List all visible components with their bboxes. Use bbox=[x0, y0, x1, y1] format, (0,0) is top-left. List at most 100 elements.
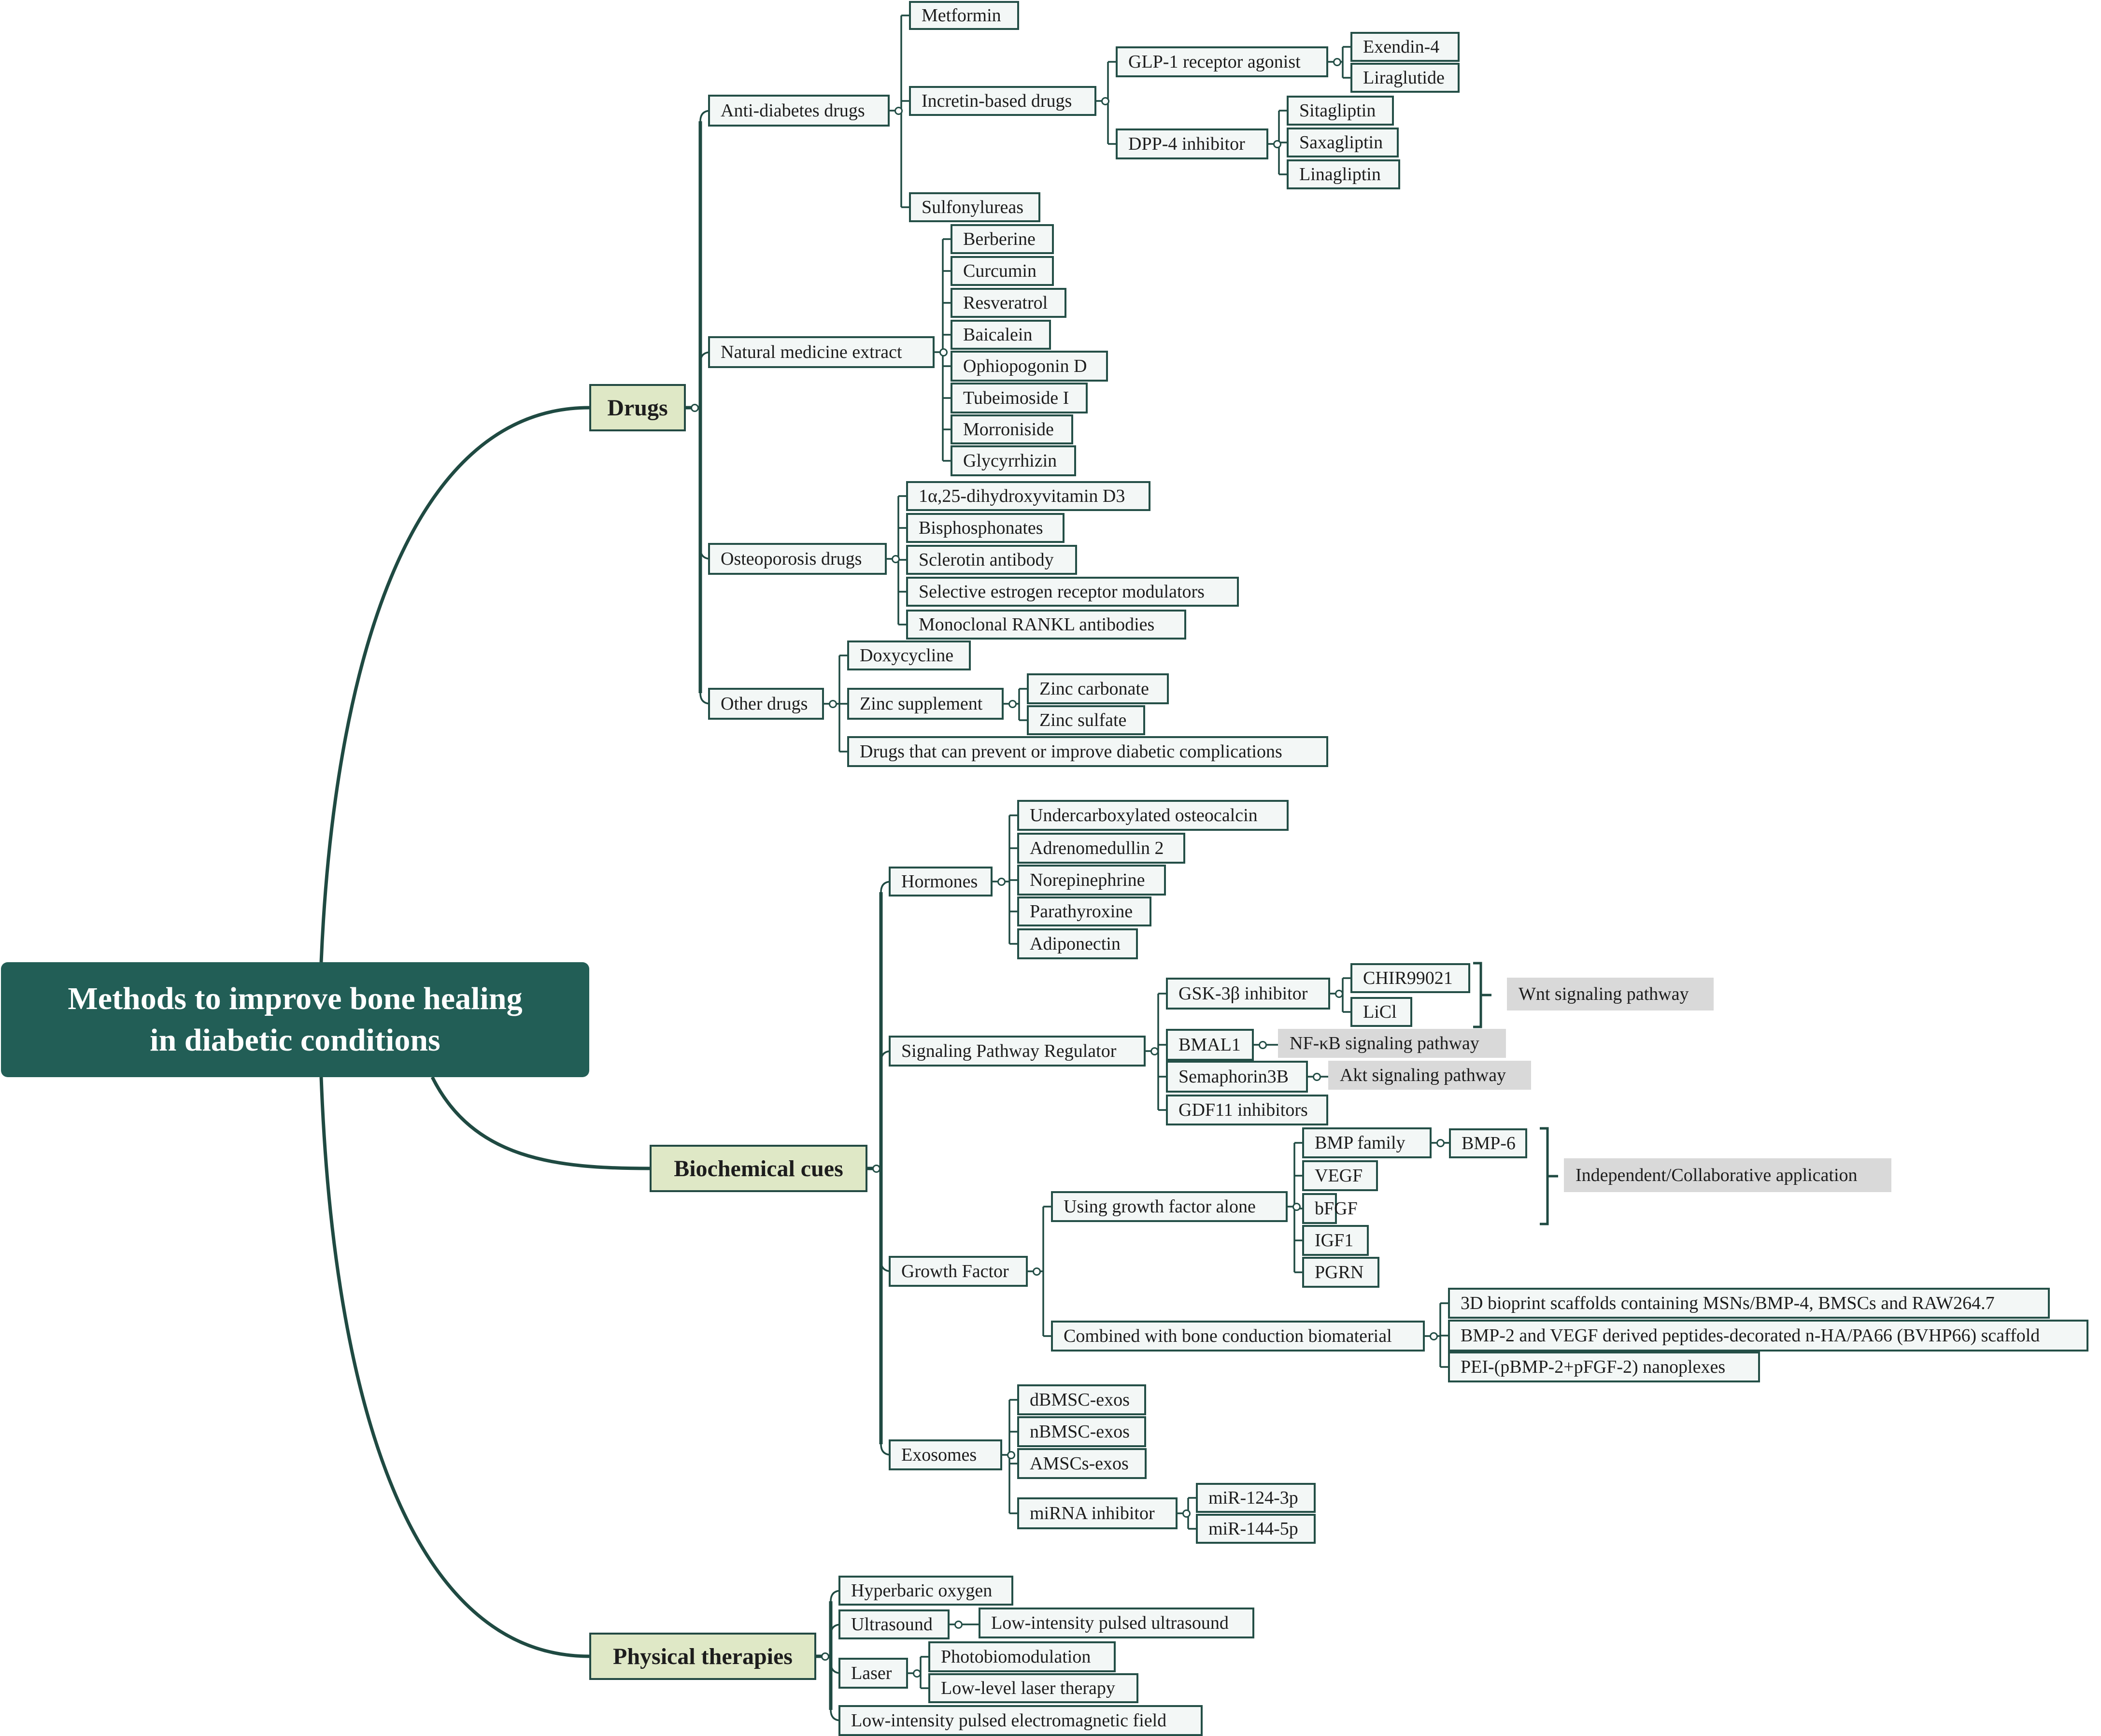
expand-collapse-icon[interactable] bbox=[1150, 1047, 1159, 1055]
node-bmal[interactable]: BMAL1 bbox=[1166, 1029, 1254, 1061]
node-chir[interactable]: CHIR99021 bbox=[1350, 963, 1470, 993]
node-curcumin[interactable]: Curcumin bbox=[951, 256, 1054, 286]
node-lipus[interactable]: Low-intensity pulsed ultrasound bbox=[979, 1608, 1254, 1638]
node-zinc[interactable]: Zinc supplement bbox=[847, 688, 1004, 720]
expand-collapse-icon[interactable] bbox=[691, 404, 699, 412]
node-serm[interactable]: Selective estrogen receptor modulators bbox=[906, 577, 1239, 607]
node-liraglutide[interactable]: Liraglutide bbox=[1350, 63, 1460, 93]
expand-collapse-icon[interactable] bbox=[954, 1621, 963, 1629]
node-hyper[interactable]: Hyperbaric oxygen bbox=[838, 1576, 1013, 1606]
node-tubeim[interactable]: Tubeimoside I bbox=[951, 383, 1088, 413]
node-norepi[interactable]: Norepinephrine bbox=[1017, 865, 1166, 896]
expand-collapse-icon[interactable] bbox=[1430, 1332, 1438, 1340]
expand-collapse-icon[interactable] bbox=[1335, 990, 1343, 998]
node-adm2[interactable]: Adrenomedullin 2 bbox=[1017, 833, 1185, 864]
node-lllt[interactable]: Low-level laser therapy bbox=[928, 1673, 1138, 1703]
node-licl[interactable]: LiCl bbox=[1350, 997, 1412, 1027]
expand-collapse-icon[interactable] bbox=[821, 1652, 829, 1661]
node-baicalein[interactable]: Baicalein bbox=[951, 320, 1051, 350]
node-growth[interactable]: Growth Factor bbox=[889, 1256, 1028, 1287]
node-ultra[interactable]: Ultrasound bbox=[838, 1609, 950, 1639]
node-glycyr[interactable]: Glycyrrhizin bbox=[951, 445, 1076, 476]
expand-collapse-icon[interactable] bbox=[1259, 1041, 1267, 1049]
node-dpp4[interactable]: DPP-4 inhibitor bbox=[1116, 128, 1268, 159]
expand-collapse-icon[interactable] bbox=[892, 555, 900, 563]
expand-collapse-icon[interactable] bbox=[1008, 700, 1017, 708]
node-bmp6[interactable]: BMP-6 bbox=[1449, 1128, 1527, 1158]
node-prevent[interactable]: Drugs that can prevent or improve diabet… bbox=[847, 736, 1328, 767]
expand-collapse-icon[interactable] bbox=[1273, 140, 1281, 148]
node-resveratrol[interactable]: Resveratrol bbox=[951, 288, 1066, 318]
expand-collapse-icon[interactable] bbox=[1292, 1203, 1301, 1211]
node-mirna[interactable]: miRNA inhibitor bbox=[1017, 1497, 1178, 1529]
node-physical[interactable]: Physical therapies bbox=[589, 1633, 816, 1680]
expand-collapse-icon[interactable] bbox=[1101, 97, 1109, 105]
node-parathy[interactable]: Parathyroxine bbox=[1017, 896, 1151, 926]
node-bfgf[interactable]: bFGF bbox=[1302, 1193, 1358, 1224]
node-ucoc[interactable]: Undercarboxylated osteocalcin bbox=[1017, 800, 1289, 831]
node-bmpfam[interactable]: BMP family bbox=[1302, 1127, 1432, 1158]
node-bioprint[interactable]: 3D bioprint scaffolds containing MSNs/BM… bbox=[1448, 1288, 2050, 1319]
node-hormones[interactable]: Hormones bbox=[889, 867, 993, 896]
node-wnt[interactable]: Wnt signaling pathway bbox=[1507, 978, 1714, 1010]
node-morron[interactable]: Morroniside bbox=[951, 414, 1073, 444]
node-dbmsc[interactable]: dBMSC-exos bbox=[1017, 1384, 1146, 1415]
node-adipo[interactable]: Adiponectin bbox=[1017, 928, 1138, 959]
node-nfkb[interactable]: NF-κB signaling pathway bbox=[1278, 1029, 1506, 1058]
node-biochem[interactable]: Biochemical cues bbox=[650, 1145, 867, 1192]
node-sema[interactable]: Semaphorin3B bbox=[1166, 1061, 1308, 1093]
node-gsk[interactable]: GSK-3β inhibitor bbox=[1166, 978, 1330, 1010]
expand-collapse-icon[interactable] bbox=[1436, 1139, 1445, 1147]
node-natural[interactable]: Natural medicine extract bbox=[708, 336, 935, 368]
node-combined[interactable]: Combined with bone conduction biomateria… bbox=[1051, 1321, 1425, 1352]
node-linagliptin[interactable]: Linagliptin bbox=[1287, 159, 1400, 189]
node-mir124[interactable]: miR-124-3p bbox=[1196, 1483, 1316, 1513]
expand-collapse-icon[interactable] bbox=[1033, 1267, 1041, 1276]
node-signal[interactable]: Signaling Pathway Regulator bbox=[889, 1036, 1146, 1067]
node-other[interactable]: Other drugs bbox=[708, 688, 824, 720]
node-vitd[interactable]: 1α,25-dihydroxyvitamin D3 bbox=[906, 481, 1150, 511]
node-nbmsc[interactable]: nBMSC-exos bbox=[1017, 1416, 1146, 1447]
expand-collapse-icon[interactable] bbox=[894, 107, 903, 115]
node-pgrn[interactable]: PGRN bbox=[1302, 1257, 1379, 1288]
node-exos[interactable]: Exosomes bbox=[889, 1439, 1002, 1470]
node-bvhp[interactable]: BMP-2 and VEGF derived peptides-decorate… bbox=[1448, 1320, 2088, 1352]
node-antidiab[interactable]: Anti-diabetes drugs bbox=[708, 95, 890, 127]
node-rankl[interactable]: Monoclonal RANKL antibodies bbox=[906, 610, 1186, 640]
node-zincsulf[interactable]: Zinc sulfate bbox=[1027, 705, 1145, 735]
expand-collapse-icon[interactable] bbox=[829, 700, 837, 708]
node-berberine[interactable]: Berberine bbox=[951, 224, 1054, 254]
node-incretin[interactable]: Incretin-based drugs bbox=[909, 86, 1096, 116]
expand-collapse-icon[interactable] bbox=[1007, 1451, 1015, 1459]
node-exendin[interactable]: Exendin-4 bbox=[1350, 32, 1460, 62]
node-indep[interactable]: Independent/Collaborative application bbox=[1564, 1158, 1891, 1192]
node-doxy[interactable]: Doxycycline bbox=[847, 640, 971, 670]
node-glp1[interactable]: GLP-1 receptor agonist bbox=[1116, 46, 1328, 77]
expand-collapse-icon[interactable] bbox=[997, 878, 1006, 886]
node-mir144[interactable]: miR-144-5p bbox=[1196, 1514, 1316, 1544]
node-lipemf[interactable]: Low-intensity pulsed electromagnetic fie… bbox=[838, 1705, 1203, 1736]
node-gdf[interactable]: GDF11 inhibitors bbox=[1166, 1095, 1328, 1125]
expand-collapse-icon[interactable] bbox=[872, 1165, 880, 1173]
node-photobio[interactable]: Photobiomodulation bbox=[928, 1641, 1116, 1672]
node-osteo[interactable]: Osteoporosis drugs bbox=[708, 543, 887, 575]
node-akt[interactable]: Akt signaling pathway bbox=[1328, 1061, 1531, 1090]
expand-collapse-icon[interactable] bbox=[913, 1669, 921, 1678]
expand-collapse-icon[interactable] bbox=[1333, 58, 1341, 66]
node-zinccarb[interactable]: Zinc carbonate bbox=[1027, 673, 1169, 704]
node-metformin[interactable]: Metformin bbox=[909, 1, 1019, 30]
node-amsc[interactable]: AMSCs-exos bbox=[1017, 1448, 1147, 1479]
expand-collapse-icon[interactable] bbox=[1313, 1073, 1321, 1081]
node-bisph[interactable]: Bisphosphonates bbox=[906, 513, 1065, 543]
node-sulfonyl[interactable]: Sulfonylureas bbox=[909, 192, 1040, 222]
node-ophio[interactable]: Ophiopogonin D bbox=[951, 351, 1108, 382]
node-igf1[interactable]: IGF1 bbox=[1302, 1225, 1369, 1256]
expand-collapse-icon[interactable] bbox=[939, 348, 948, 356]
node-pei[interactable]: PEI-(pBMP-2+pFGF-2) nanoplexes bbox=[1448, 1352, 1760, 1382]
node-alone[interactable]: Using growth factor alone bbox=[1051, 1191, 1288, 1222]
node-saxagliptin[interactable]: Saxagliptin bbox=[1287, 128, 1399, 157]
node-drugs[interactable]: Drugs bbox=[589, 384, 686, 431]
expand-collapse-icon[interactable] bbox=[1182, 1509, 1191, 1518]
node-sitagliptin[interactable]: Sitagliptin bbox=[1287, 96, 1394, 126]
